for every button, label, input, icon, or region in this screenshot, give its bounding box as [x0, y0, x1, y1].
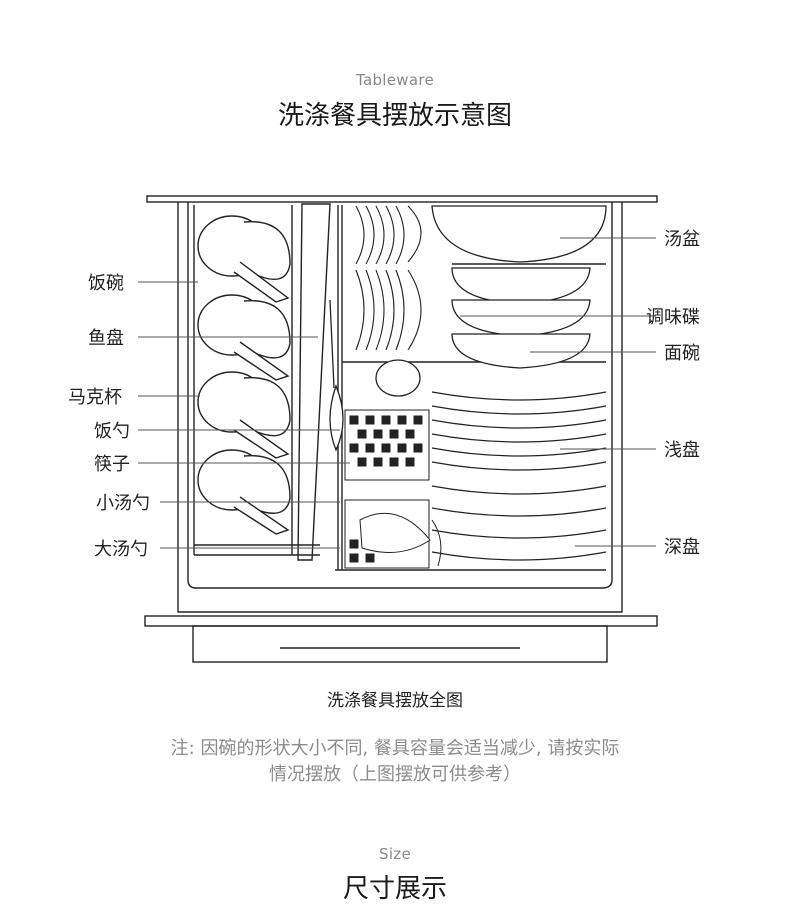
note-line-1: 注: 因碗的形状大小不同, 餐具容量会适当减少, 请按实际 [170, 738, 620, 759]
label-soup-bowl: 汤盆 [664, 229, 700, 250]
label-rice-paddle: 饭勺 [94, 421, 130, 442]
diagram-caption: 洗涤餐具摆放全图 [327, 691, 463, 711]
size-title: 尺寸展示 [342, 874, 447, 904]
size-eyebrow: Size [379, 845, 411, 863]
label-rice-bowl: 饭碗 [88, 273, 124, 294]
label-noodle-bowl: 面碗 [664, 343, 700, 364]
section-eyebrow: Tableware [355, 71, 434, 89]
label-small-spoon: 小汤勺 [96, 493, 150, 514]
note-line-2: 情况摆放（上图摆放可供参考） [269, 764, 521, 785]
label-chopsticks: 筷子 [94, 454, 130, 475]
label-mug: 马克杯 [68, 387, 122, 408]
dishwasher-diagram: 饭碗 鱼盘 马克杯 饭勺 筷子 小汤勺 大汤勺 汤盆 调味碟 面碗 浅盘 深盘 [68, 195, 700, 663]
label-shallow-plate: 浅盘 [664, 440, 700, 461]
label-sauce-dish: 调味碟 [646, 307, 700, 328]
label-deep-plate: 深盘 [664, 537, 700, 558]
section-title: 洗涤餐具摆放示意图 [277, 101, 512, 131]
label-large-spoon: 大汤勺 [94, 539, 148, 560]
label-fish-plate: 鱼盘 [88, 328, 124, 349]
